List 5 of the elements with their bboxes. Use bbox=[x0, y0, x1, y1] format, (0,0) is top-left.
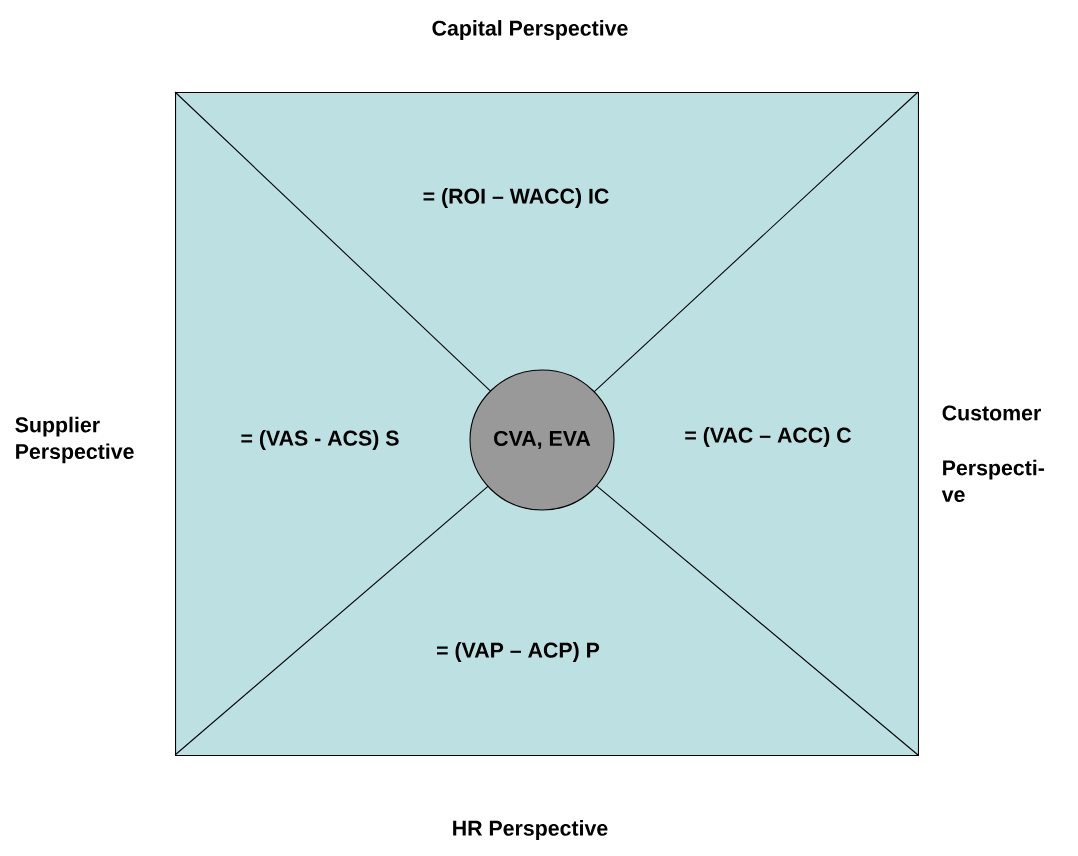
perspective-label: Capital Perspective bbox=[432, 20, 628, 40]
perspective-label: HR Perspective bbox=[453, 820, 608, 840]
perspective-label: Customer bbox=[942, 405, 1041, 421]
perspective-label: Perspecti- ve bbox=[941, 459, 1044, 503]
perspective-label: Supplier Perspective bbox=[15, 416, 134, 464]
